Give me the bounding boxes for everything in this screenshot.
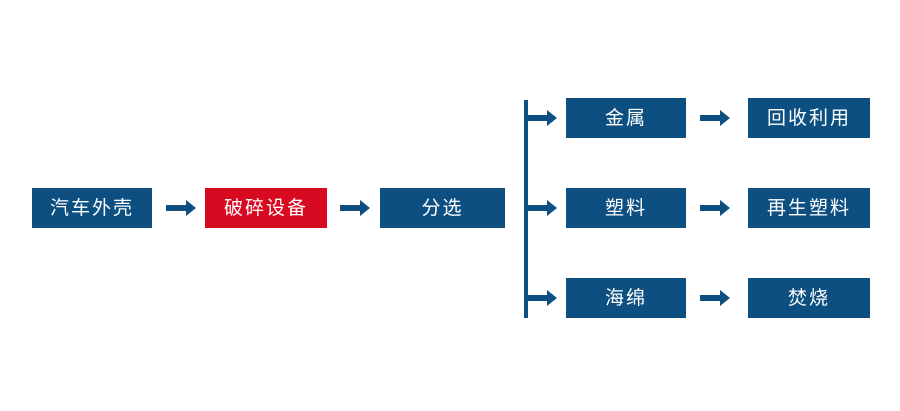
arrow-right-icon-sponge-to-outcome [700, 287, 730, 309]
node-source[interactable]: 汽车外壳 [32, 188, 152, 228]
node-branch-material-plastic-label: 塑料 [604, 197, 647, 219]
node-branch-material-plastic[interactable]: 塑料 [566, 188, 686, 228]
node-branch-material-metal-label: 金属 [604, 107, 647, 129]
node-branch-material-metal[interactable]: 金属 [566, 98, 686, 138]
arrow-right-icon-plastic-to-outcome [700, 197, 730, 219]
node-branch-material-sponge[interactable]: 海绵 [566, 278, 686, 318]
vertical-bus-line [524, 100, 528, 318]
branch-arrow-right-icon-plastic [527, 197, 557, 219]
node-branch-outcome-metal-label: 回收利用 [766, 107, 851, 129]
arrow-right-icon-crusher-to-sorting [340, 197, 370, 219]
branch-arrow-right-icon-sponge [527, 287, 557, 309]
node-branch-material-sponge-label: 海绵 [604, 287, 647, 309]
node-branch-outcome-sponge[interactable]: 焚烧 [748, 278, 870, 318]
node-source-label: 汽车外壳 [49, 197, 134, 219]
node-sorting[interactable]: 分选 [380, 188, 505, 228]
arrow-right-icon-metal-to-outcome [700, 107, 730, 129]
node-crusher[interactable]: 破碎设备 [205, 188, 327, 228]
arrow-right-icon-source-to-crusher [166, 197, 196, 219]
node-branch-outcome-plastic[interactable]: 再生塑料 [748, 188, 870, 228]
node-sorting-label: 分选 [421, 197, 464, 219]
node-branch-outcome-plastic-label: 再生塑料 [766, 197, 851, 219]
node-branch-outcome-sponge-label: 焚烧 [787, 287, 830, 309]
node-branch-outcome-metal[interactable]: 回收利用 [748, 98, 870, 138]
branch-arrow-right-icon-metal [527, 107, 557, 129]
node-crusher-label: 破碎设备 [223, 197, 308, 219]
